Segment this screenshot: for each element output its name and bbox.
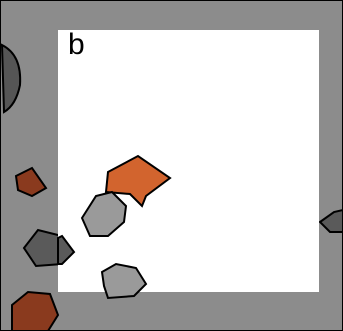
- edge-particle-right-dark: [318, 208, 343, 233]
- brown-particle-bottom-left: [11, 290, 60, 331]
- panel-label: b: [68, 28, 85, 61]
- dark-gray-particle-left-overlap: [57, 234, 76, 265]
- gray-particle-lower: [100, 262, 148, 300]
- edge-particle-left-dark: [0, 43, 22, 114]
- inner-window: [58, 30, 319, 292]
- brown-particle-left: [14, 166, 48, 198]
- gray-particle-center: [80, 190, 128, 237]
